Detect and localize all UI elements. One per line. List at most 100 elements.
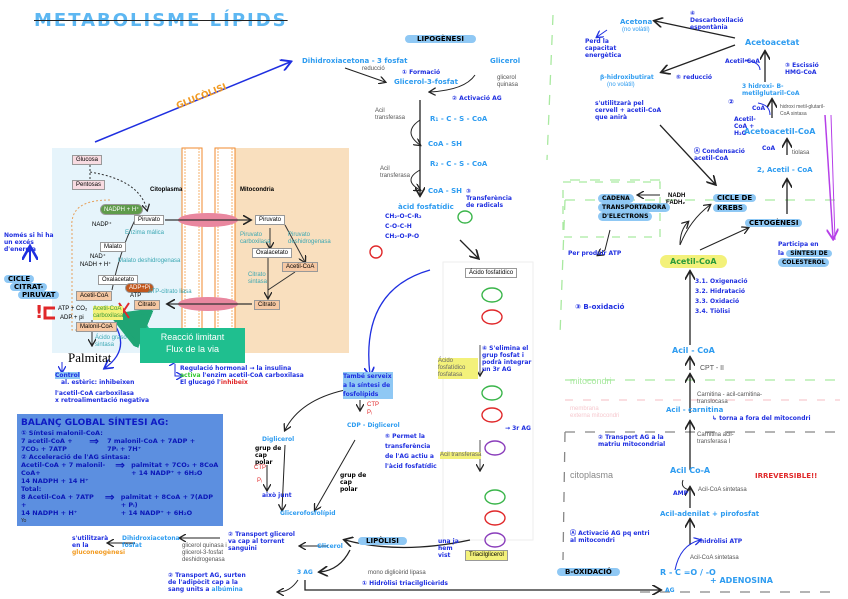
irreversible-label: IRREVERSIBLE!!	[755, 472, 818, 480]
albumina-word: albúmina	[211, 586, 243, 593]
reaccio-limitant-callout: Reacció limitant Flux de la via	[140, 328, 245, 363]
balanc-total-eq: 8 Acetil-CoA + 7ATP +14 NADPH + H⁺ ⇒ pal…	[21, 490, 219, 517]
nomes-si-note: Només si hi ha un excés d'energia	[4, 232, 54, 253]
lipases-label: mono diglicèrid lipasa	[368, 570, 426, 576]
cicle-krebs-line1: CICLE DE	[713, 194, 757, 202]
step5-reduccio: ⑤ reducció	[676, 74, 713, 81]
colesterol-la: la	[778, 250, 785, 257]
balanc-step1-eq: 7 acetil-CoA +7CO₂ + 7ATP ⇒ 7 malonil-Co…	[21, 434, 219, 453]
malato-box: Malato	[100, 242, 127, 252]
acetil-coa-carboxilasa-label: Acetil-CoA carboxilasa	[93, 306, 124, 320]
acetil-coa-cyto-box: Acetil-CoA	[76, 291, 113, 301]
membrana-externa-label: membrana externa mitocondri	[570, 406, 620, 419]
step2-activacio: ② Activació AG	[452, 95, 502, 102]
piruvato-cyto-box: Piruvato	[134, 215, 165, 225]
acetil-coa-mito-box: Acetil-CoA	[282, 262, 319, 272]
per-produir-atp: Per produir ATP	[568, 250, 622, 257]
cadena-line3: D'ELECTRONS	[598, 212, 653, 221]
balanc-title: BALANÇ GLOBAL SÍNTESI AG:	[21, 418, 169, 428]
transport-ag-line3-text: sang units a	[168, 586, 210, 593]
s1-left-2: 7CO₂ + 7ATP	[21, 445, 67, 453]
adenosina-label: + ADENOSINA	[710, 576, 773, 585]
fadh2-label: FADH₂	[666, 200, 685, 206]
balanc-total-title: Total:	[21, 485, 42, 493]
diglicerol-label: Diglicerol	[262, 436, 295, 443]
atp-label: ATP	[130, 293, 142, 299]
acetona-label: Acetona	[620, 18, 653, 26]
acyl-coa-1: R₁ - C - S - CoA	[430, 115, 488, 123]
grup-cap-polar-1: grup de cap polar	[255, 445, 282, 466]
step-b-transport: ② Transport AG a la matriu mitocondrial	[598, 434, 666, 448]
acil-co-a-label: Acil Co-A	[670, 466, 711, 475]
acil-transferasa-2: Acil transferasa	[380, 166, 411, 179]
pi-2-label: Pᵢ	[257, 478, 262, 484]
step2-circle: ②	[728, 98, 734, 106]
lipolisi-header: LIPÒLISI	[358, 537, 407, 545]
acil-coa-sintetasa-2: Acil-CoA sintetasa	[698, 487, 747, 493]
control-line3: l'acetil-CoA carboxilasa	[55, 390, 134, 397]
glicerol-quinasa-label: glicerol quinasa	[497, 75, 519, 88]
pentosas-box: Pentosas	[72, 180, 106, 190]
regulacio-line2: activa l'enzim acetil-CoA carboxilasa	[180, 372, 330, 379]
step2-text: va cap al torrent sanguini	[228, 538, 285, 552]
acido-graso-sintasa-label: Ácido graso sintasa	[95, 335, 127, 348]
oxalacetato-mito-box: Oxalacetato	[252, 248, 293, 258]
acil-transferasa-box: Acil transferasa	[440, 452, 482, 459]
cadena-line2: TRANSPORTADORA	[598, 203, 671, 212]
transport-ag-line1: ② Transport AG, surten	[168, 572, 246, 579]
coash-2: CoA - SH	[428, 187, 463, 195]
step1-condensacio: Ⓐ Condensació acetil-CoA	[694, 148, 745, 162]
step3-beta-oxidacio: ③ B-oxidació	[575, 303, 625, 311]
acyl-coa-2: R₂ - C - S - CoA	[430, 160, 488, 168]
balanc-step1-title: ① Síntesi malonil-CoA:	[21, 429, 103, 437]
step-a-activacio: Ⓐ Activació AG pq entri al mitocondri	[570, 530, 650, 544]
citrato-sintasa-label: Citrato sintasa	[248, 272, 268, 285]
atp-citrato-liasa-label: ATP-citrato liasa	[148, 289, 192, 295]
tiolasa-label: tiolasa	[792, 150, 810, 156]
piruvato-mito-box: Piruvato	[255, 215, 286, 225]
nadh-label: NADH	[668, 193, 686, 199]
enzima-malica-label: Enzima málica	[125, 230, 165, 236]
regulacio-line3: El glucagó l'inhibeix	[180, 379, 330, 386]
glicerol-label: Glicerol	[490, 57, 521, 65]
acetil-coa-in-label: Acetil-CoA	[725, 58, 760, 65]
cicle-line1: CICLE	[4, 275, 35, 283]
glucosa-box: Glucosa	[72, 155, 103, 165]
colesterol-line2: la SÍNTESI DE	[778, 249, 838, 258]
amp-label: AMP	[673, 490, 689, 497]
perd-capacitat-note: Perd la capacitat energètica	[585, 38, 622, 59]
cpt2-label: CPT - II	[700, 365, 724, 372]
piruvato-dh-label: Piruvato deshidrogenasa	[288, 232, 331, 245]
fosfatasa-box: Ácido fosfatídico fosfatasa	[438, 358, 478, 379]
lipolisi-step2-note: ② Transport glicerol va cap al torrent s…	[228, 531, 298, 552]
g3p-label: Glicerol-3-fosfat	[394, 78, 458, 86]
dhap-label: Dihidroxiacetona - 3 fosfat	[302, 57, 408, 65]
step3-transferencia: ③ Transferència de radicals	[466, 188, 512, 209]
sintesi-fosfolipids-note: També serveix a la síntesi de fosfolípid…	[343, 372, 393, 399]
colesterol-sintesi: SÍNTESI DE	[786, 250, 832, 257]
arrow-icon: ⇒	[104, 490, 115, 504]
ctp-label: CTP	[367, 402, 379, 408]
step4-note: ④ S'elimina el grup fosfat i podrà integ…	[482, 345, 532, 373]
acil-carnitina-label: Acil - carnitina	[666, 406, 724, 414]
balanc-global-panel: BALANÇ GLOBAL SÍNTESI AG: ① Síntesi malo…	[17, 414, 223, 526]
balanc-step2-eq: Acetil-CoA + 7 malonil-CoA+14 NADPH + 14…	[21, 459, 219, 485]
cat1-label: Carnitina acil-transferasa I	[697, 432, 734, 445]
gluconeo-note: s'utilitzarà en la gluconeogènesi	[72, 535, 125, 556]
coash-1: CoA - SH	[428, 140, 463, 148]
triacilglicerol-box: Triacilglicerol	[465, 550, 508, 561]
atp-co2-label: ATP + CO₂	[58, 306, 88, 312]
arrow-icon: ⇒	[89, 434, 100, 448]
malato-dh-label: Malato deshidrogenasa	[118, 258, 181, 264]
two-acetil-coa-label: 2, Acetil - CoA	[757, 166, 813, 174]
t-left-2: 14 NADPH + H⁺	[21, 509, 78, 517]
beta-ox-substeps: 3.1. Oxigenació 3.2. Hidratació 3.3. Oxi…	[695, 277, 747, 317]
three-ag-label: 3 AG	[297, 569, 313, 576]
ag-label: AG	[665, 587, 675, 594]
balanc-footer: Yo	[21, 518, 27, 524]
membrane-2	[214, 147, 236, 354]
acil-coa-2-label: Acil - CoA	[672, 346, 715, 355]
acetona-sub: (no volàtil)	[622, 27, 650, 33]
t-left-1: 8 Acetil-CoA + 7ATP +	[21, 493, 94, 509]
